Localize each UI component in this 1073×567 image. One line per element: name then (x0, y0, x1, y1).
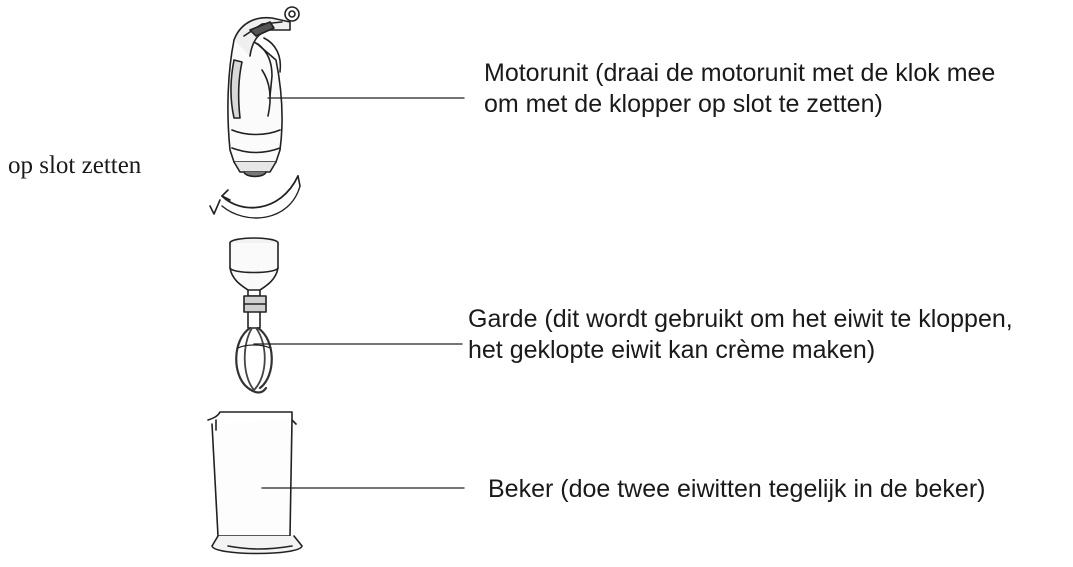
whisk-label-line2: het geklopte eiwit kan crème maken) (468, 336, 876, 364)
beaker-label: Beker (doe twee eiwitten tegelijk in de … (488, 474, 986, 505)
beaker-label-line1: Beker (doe twee eiwitten tegelijk in de … (488, 475, 986, 503)
lock-label: op slot zetten (8, 152, 142, 179)
whisk-label-line1: Garde (dit wordt gebruikt om het eiwit t… (468, 305, 1013, 333)
motor-unit-drawing (209, 6, 301, 219)
motor-unit-label: Motorunit (draai de motorunit met de klo… (484, 58, 995, 120)
whisk-label: Garde (dit wordt gebruikt om het eiwit t… (468, 304, 1013, 366)
motor-unit-label-line2: om met de klopper op slot te zetten) (484, 90, 883, 118)
motor-unit-label-line1: Motorunit (draai de motorunit met de klo… (484, 59, 996, 87)
beaker-drawing (207, 411, 303, 555)
whisk-drawing (229, 237, 279, 394)
